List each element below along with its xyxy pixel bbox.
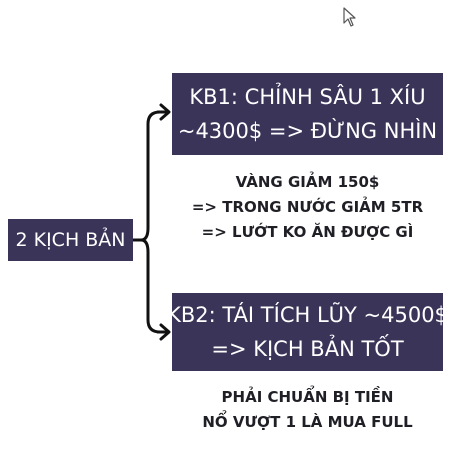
scenario-1-note-line: VÀNG GIẢM 150$ xyxy=(235,173,380,191)
scenario-1-note-line: => LƯỚT KO ĂN ĐƯỢC GÌ xyxy=(201,223,414,241)
root-node: 2 KỊCH BẢN xyxy=(8,219,133,261)
scenario-1-note-line: => TRONG NƯỚC GIẢM 5TR xyxy=(191,198,424,216)
scenario-2-notes: PHẢI CHUẨN BỊ TIỀN NỔ VƯỢT 1 LÀ MUA FULL xyxy=(172,385,443,435)
arrow-to-kb1-head xyxy=(159,103,171,121)
scenario-1-box: KB1: CHỈNH SÂU 1 XÍU ~4300$ => ĐỪNG NHÌN xyxy=(172,73,443,155)
scenario-1-title: KB1: CHỈNH SÂU 1 XÍU xyxy=(189,85,426,109)
scenario-2-note-line: NỔ VƯỢT 1 LÀ MUA FULL xyxy=(202,413,413,431)
mouse-pointer-icon xyxy=(343,7,356,27)
arrow-to-kb2-head xyxy=(159,323,171,341)
scenario-2-subtitle: => KỊCH BẢN TỐT xyxy=(211,337,404,361)
scenario-1-subtitle: ~4300$ => ĐỪNG NHÌN xyxy=(177,119,438,143)
scenario-2-note-line: PHẢI CHUẨN BỊ TIỀN xyxy=(221,388,394,406)
scenario-1-notes: VÀNG GIẢM 150$ => TRONG NƯỚC GIẢM 5TR =>… xyxy=(172,170,443,245)
scenario-2-box: KB2: TÁI TÍCH LŨY ~4500$ => KỊCH BẢN TỐT xyxy=(167,293,448,371)
connector-brace xyxy=(139,110,162,334)
root-label: 2 KỊCH BẢN xyxy=(15,229,126,251)
scenario-2-title: KB2: TÁI TÍCH LŨY ~4500$ xyxy=(167,303,448,327)
